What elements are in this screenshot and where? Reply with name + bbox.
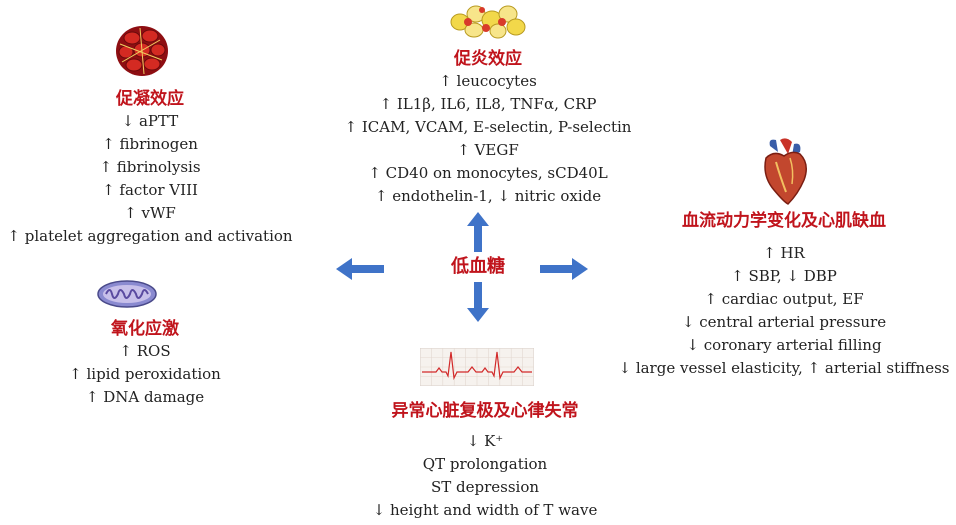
oxidative-stress-block: 氧化应激 ↑ ROS ↑ lipid peroxidation ↑ DNA da… bbox=[30, 318, 260, 409]
list-item: ↓ coronary arterial filling bbox=[686, 336, 882, 354]
list-item: ↓ height and width of T wave bbox=[372, 501, 598, 519]
list-item: ↑ ICAM, VCAM, E-selectin, P-selectin bbox=[344, 118, 632, 136]
list-item: ↑ VEGF bbox=[457, 141, 519, 159]
arrow-down bbox=[467, 282, 489, 322]
ecg-strip-icon bbox=[420, 348, 534, 386]
hemodynamic-list: ↑ HR ↑ SBP, ↓ DBP ↑ cardiac output, EF ↓… bbox=[612, 242, 956, 380]
inflammatory-cells-icon bbox=[450, 5, 526, 39]
oxidative-title: 氧化应激 bbox=[111, 319, 179, 339]
arrhythmia-block: 异常心脏复极及心律失常 ↓ K⁺ QT prolongation ST depr… bbox=[340, 400, 630, 522]
list-item: ↑ leucocytes bbox=[439, 72, 537, 90]
list-item: ST depression bbox=[430, 478, 540, 496]
heart-icon bbox=[764, 138, 807, 205]
list-item: ↑ lipid peroxidation bbox=[69, 365, 221, 383]
list-item: ↓ central arterial pressure bbox=[681, 313, 887, 331]
procoagulant-effects-block: 促凝效应 ↓ aPTT ↑ fibrinogen ↑ fibrinolysis … bbox=[0, 88, 300, 248]
list-item: QT prolongation bbox=[422, 455, 548, 473]
list-item: ↑ fibrinolysis bbox=[99, 158, 201, 176]
procoagulant-list: ↓ aPTT ↑ fibrinogen ↑ fibrinolysis ↑ fac… bbox=[0, 110, 300, 248]
blood-clot-icon bbox=[116, 26, 168, 76]
mitochondrion-icon bbox=[97, 280, 157, 308]
list-item: ↓ large vessel elasticity, ↑ arterial st… bbox=[618, 359, 950, 377]
list-item: ↑ CD40 on monocytes, sCD40L bbox=[368, 164, 608, 182]
list-item: ↑ endothelin-1, ↓ nitric oxide bbox=[374, 187, 602, 205]
list-item: ↑ platelet aggregation and activation bbox=[7, 227, 293, 245]
arrow-left bbox=[336, 258, 384, 280]
list-item: ↑ DNA damage bbox=[85, 388, 205, 406]
list-item: ↓ aPTT bbox=[121, 112, 179, 130]
center-label-hypoglycemia: 低血糖 bbox=[451, 256, 505, 277]
arrow-right bbox=[540, 258, 588, 280]
proinflammatory-list: ↑ leucocytes ↑ IL1β, IL6, IL8, TNFα, CRP… bbox=[318, 70, 658, 208]
procoagulant-title: 促凝效应 bbox=[116, 89, 184, 109]
arrhythmia-title: 异常心脏复极及心律失常 bbox=[391, 401, 579, 421]
list-item: ↓ K⁺ bbox=[466, 432, 504, 450]
list-item: ↑ HR bbox=[763, 244, 805, 262]
list-item: ↑ factor VIII bbox=[102, 181, 198, 199]
list-item: ↑ ROS bbox=[119, 342, 171, 360]
list-item: ↑ SBP, ↓ DBP bbox=[731, 267, 837, 285]
arrhythmia-list: ↓ K⁺ QT prolongation ST depression ↓ hei… bbox=[340, 430, 630, 522]
hemodynamic-ischemia-block: 血流动力学变化及心肌缺血 ↑ HR ↑ SBP, ↓ DBP ↑ cardiac… bbox=[612, 210, 956, 380]
oxidative-list: ↑ ROS ↑ lipid peroxidation ↑ DNA damage bbox=[30, 340, 260, 409]
list-item: ↑ vWF bbox=[124, 204, 176, 222]
list-item: ↑ fibrinogen bbox=[102, 135, 198, 153]
proinflammatory-title: 促炎效应 bbox=[454, 49, 522, 69]
arrow-up bbox=[467, 212, 489, 252]
list-item: ↑ cardiac output, EF bbox=[704, 290, 864, 308]
proinflammatory-effects-block: 促炎效应 ↑ leucocytes ↑ IL1β, IL6, IL8, TNFα… bbox=[318, 48, 658, 208]
hemodynamic-title: 血流动力学变化及心肌缺血 bbox=[682, 211, 886, 231]
list-item: ↑ IL1β, IL6, IL8, TNFα, CRP bbox=[379, 95, 597, 113]
